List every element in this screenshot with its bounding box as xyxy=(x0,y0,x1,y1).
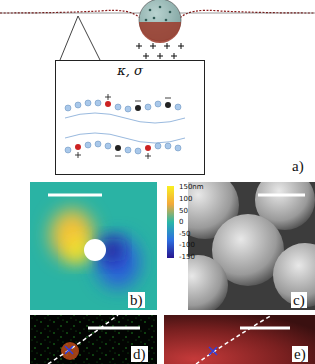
panel-letter: e) xyxy=(292,346,308,362)
colorbar-tick: 0 xyxy=(179,218,183,226)
panel-letter: a) xyxy=(290,158,306,174)
colorbar-tick: -100 xyxy=(179,241,195,249)
panel-letter: b) xyxy=(128,292,145,308)
inset-box: κ, σ xyxy=(55,60,205,175)
colorbar-tick: 50 xyxy=(179,207,188,215)
lipid-bilayer xyxy=(65,94,185,159)
colorbar-tick: 150nm xyxy=(179,183,204,191)
colorbar-tick: -50 xyxy=(179,230,190,238)
parameter-label: κ, σ xyxy=(56,63,204,78)
colorbar-tick: -150 xyxy=(179,253,195,261)
panel-letter: d) xyxy=(131,346,148,362)
colorbar-tick: 100 xyxy=(179,195,192,203)
panel-letter: c) xyxy=(291,292,307,308)
